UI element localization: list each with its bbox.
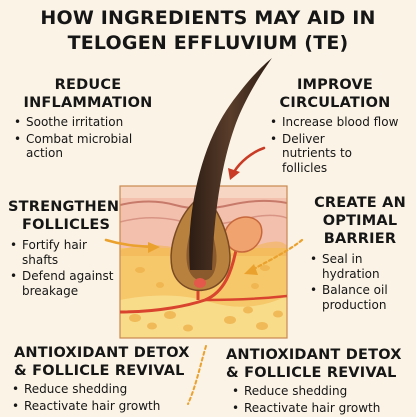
arrow-circulation	[232, 146, 266, 174]
list-item: Reduce shedding	[232, 384, 412, 399]
list-antioxidant-left: Reduce shedding Reactivate hair growth	[12, 382, 192, 415]
list-item: Defend against breakage	[10, 269, 126, 298]
fat-stripe	[120, 295, 287, 338]
list-item: Seal in hydration	[310, 252, 402, 281]
blood-vessel-branch	[204, 294, 288, 302]
list-item: Combat microbial action	[14, 132, 136, 161]
fat-cells	[129, 265, 283, 332]
list-reduce-inflammation: Soothe irritation Combat microbial actio…	[14, 115, 164, 163]
list-optimal-barrier: Seal in hydration Balance oil production	[310, 252, 414, 314]
heading-optimal-barrier: CREATE AN OPTIMAL BARRIER	[314, 195, 406, 247]
arrow-barrier	[250, 238, 304, 272]
list-item: Reactivate hair growth	[232, 401, 412, 416]
list-item: Reduce shedding	[12, 382, 192, 397]
list-item: Increase blood flow	[270, 115, 414, 130]
dermal-papilla	[194, 278, 206, 288]
heading-reduce-inflammation: REDUCE INFLAMMATION	[23, 77, 153, 111]
list-item: Balance oil production	[310, 283, 414, 312]
list-item: Reactivate hair growth	[12, 399, 192, 414]
list-antioxidant-right: Reduce shedding Reactivate hair growth	[232, 384, 412, 417]
list-item: Deliver nutrients to follicles	[270, 132, 382, 176]
heading-strengthen-follicles: STRENGTHEN FOLLICLES	[8, 199, 120, 233]
list-improve-circulation: Increase blood flow Deliver nutrients to…	[270, 115, 414, 177]
list-item: Soothe irritation	[14, 115, 164, 130]
page-title: HOW INGREDIENTS MAY AID IN TELOGEN EFFLU…	[0, 6, 416, 56]
title-line-2: TELOGEN EFFLUVIUM (TE)	[67, 32, 349, 54]
hair-strand	[189, 58, 272, 270]
heading-improve-circulation: IMPROVE CIRCULATION	[279, 77, 391, 111]
heading-antioxidant-left: ANTIOXIDANT DETOX & FOLLICLE REVIVAL	[14, 345, 190, 379]
heading-antioxidant-right: ANTIOXIDANT DETOX & FOLLICLE REVIVAL	[226, 347, 402, 381]
list-strengthen-follicles: Fortify hair shafts Defend against break…	[10, 238, 120, 300]
list-item: Fortify hair shafts	[10, 238, 108, 267]
title-line-1: HOW INGREDIENTS MAY AID IN	[40, 7, 376, 29]
